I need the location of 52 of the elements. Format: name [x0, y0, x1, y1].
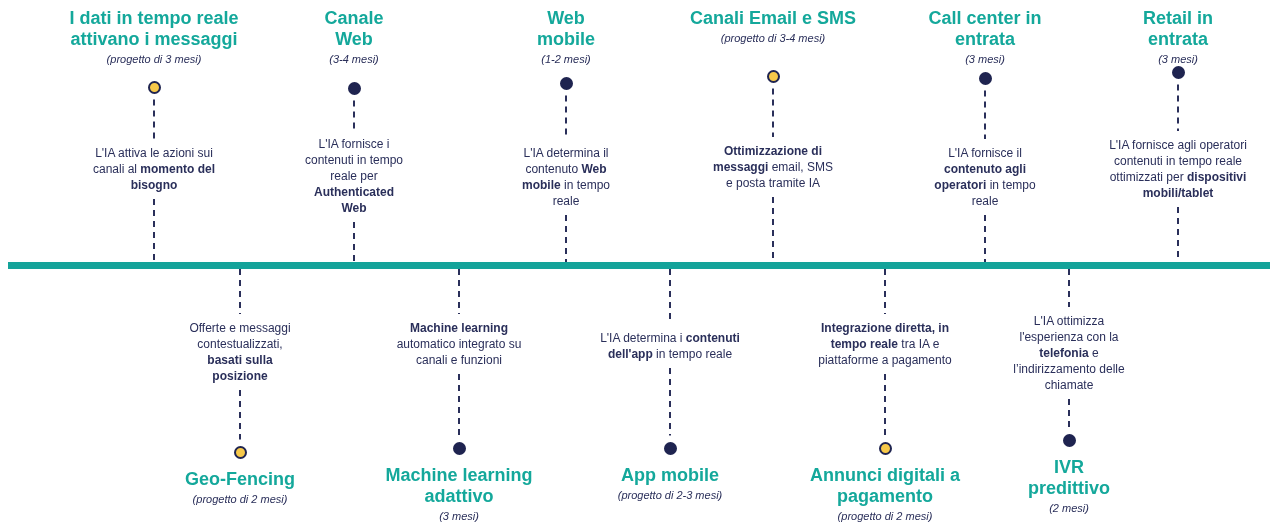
- dashed-connector: [153, 198, 155, 263]
- milestone-title: Retail in entrata: [1142, 8, 1214, 50]
- dashed-connector: [984, 89, 986, 140]
- dashed-connector: [239, 268, 241, 315]
- milestone-description: Offerte e messaggi contestualizzati, basati sulla posizione: [188, 320, 292, 384]
- dashed-connector: [458, 268, 460, 315]
- dashed-connector: [1068, 268, 1070, 308]
- dashed-connector: [1068, 398, 1070, 429]
- dashed-connector: [884, 268, 886, 315]
- duration-note: (3 mesi): [439, 508, 479, 523]
- milestone-description: L'IA fornisce il contenuto agli operatori in tempo reale: [933, 145, 1037, 209]
- milestone-description: L'IA attiva le azioni sui canali al momento del bisogno: [91, 145, 216, 193]
- duration-note: (progetto di 3-4 mesi): [720, 31, 826, 45]
- timeline-bar: [8, 262, 1270, 269]
- duration-note: (2 mesi): [1049, 500, 1089, 515]
- dashed-connector: [239, 389, 241, 441]
- dashed-connector: [565, 214, 567, 263]
- dashed-connector: [353, 221, 355, 263]
- milestone-title: Annunci digitali a pagamento: [809, 464, 961, 507]
- dashed-connector: [884, 373, 886, 437]
- milestone-description: Ottimizzazione di messaggi email, SMS e posta tramite IA: [712, 143, 834, 191]
- milestone-title: I dati in tempo reale attivano i messaggi: [68, 8, 240, 50]
- duration-note: (3-4 mesi): [329, 52, 379, 66]
- milestone-description: L'IA determina i contenuti dell'app in tempo reale: [600, 330, 740, 362]
- milestone-description: L'IA fornisce i contenuti in tempo reale per Authenticated Web: [303, 136, 405, 216]
- milestone-description: Machine learning automatico integrato su canali e funzioni: [395, 320, 523, 368]
- duration-note: (progetto di 2 mesi): [192, 491, 288, 506]
- milestone-title: App mobile: [621, 464, 719, 486]
- dashed-connector: [1177, 83, 1179, 132]
- milestone-description: L'IA determina il contenuto Web mobile in tempo reale: [521, 145, 611, 209]
- milestone-title: Web mobile: [536, 8, 596, 50]
- duration-note: (progetto di 3 mesi): [106, 52, 202, 66]
- milestone-description: Integrazione diretta, in tempo reale tra IA e piattaforme a pagamento: [817, 320, 953, 368]
- dashed-connector: [458, 373, 460, 437]
- duration-note: (3 mesi): [1158, 52, 1198, 66]
- milestone-title: Call center in entrata: [927, 8, 1043, 50]
- milestone-title: Canali Email e SMS: [689, 8, 857, 29]
- duration-note: (1-2 mesi): [541, 52, 591, 66]
- duration-note: (3 mesi): [965, 52, 1005, 66]
- milestone-title: Canale Web: [323, 8, 385, 50]
- milestone-title: IVR predittivo: [1027, 456, 1111, 499]
- dashed-connector: [153, 98, 155, 140]
- milestone-description: L'IA fornisce agli operatori contenuti in tempo reale ottimizzati per dispositivi mobili/tablet: [1108, 137, 1248, 201]
- duration-note: (progetto di 2-3 mesi): [617, 487, 723, 502]
- dashed-connector: [353, 99, 355, 131]
- milestone-description: L'IA ottimizza l'esperienza con la telefonia e l’indirizzamento delle chiamate: [1012, 313, 1126, 393]
- dashed-connector: [669, 367, 671, 437]
- milestone-title: Machine learning adattivo: [384, 464, 534, 507]
- dashed-connector: [772, 87, 774, 138]
- dashed-connector: [984, 214, 986, 263]
- duration-note: (progetto di 2 mesi): [837, 508, 933, 523]
- milestone-title: Geo-Fencing: [185, 468, 295, 490]
